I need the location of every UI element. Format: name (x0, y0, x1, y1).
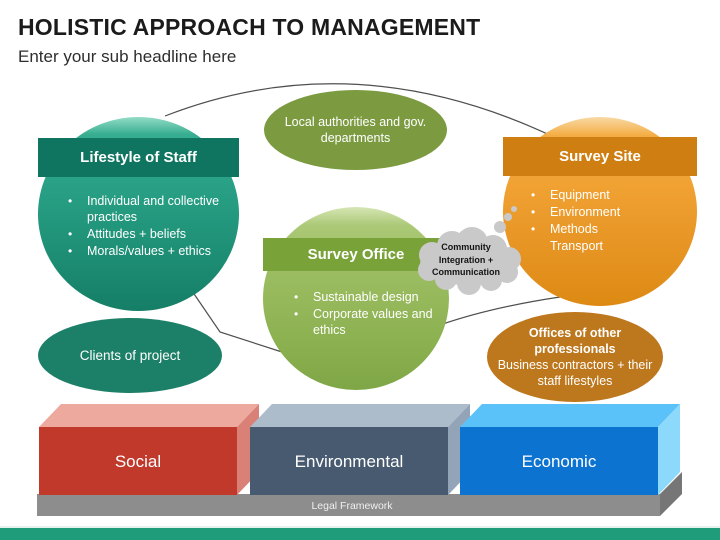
survey-site-band: Survey Site (503, 137, 697, 176)
environmental-pillar-front (250, 427, 448, 495)
survey-site-bullets: Equipment Environment Methods Transport (527, 187, 677, 255)
survey-office-bullets: Sustainable design Corporate values and … (290, 289, 452, 339)
survey-office-title: Survey Office (307, 246, 405, 263)
lifestyle-bullet-2: Attitudes + beliefs (64, 226, 220, 242)
connector-line-left (189, 287, 283, 353)
social-pillar-top (39, 404, 259, 427)
footer-accent-strip (0, 526, 720, 540)
clients-of-project-ellipse: Clients of project (38, 318, 222, 393)
survey-site-bullet-3: Methods (527, 221, 677, 237)
page-subtitle: Enter your sub headline here (18, 47, 237, 66)
local-authorities-ellipse: Local authorities and gov. departments (264, 90, 447, 170)
lifestyle-of-staff-bullets: Individual and collective practices Atti… (64, 193, 220, 260)
offices-title: Offices of other professionals (528, 326, 622, 356)
lifestyle-of-staff-circle: Lifestyle of Staff Individual and collec… (38, 117, 239, 311)
connector-line-top (164, 83, 557, 139)
legal-framework-slab-front (37, 494, 660, 516)
lifestyle-bullet-1: Individual and collective practices (64, 193, 220, 225)
survey-site-circle: Survey Site Equipment Environment Method… (503, 117, 697, 306)
thought-cloud-text: Community Integration + Communication (431, 242, 500, 277)
local-authorities-text: Local authorities and gov. departments (284, 114, 427, 146)
survey-office-circle: Survey Office Sustainable design Corpora… (263, 207, 449, 390)
economic-pillar-label: Economic (522, 452, 597, 471)
economic-pillar-side (658, 404, 680, 495)
environmental-pillar-label: Environmental (295, 452, 404, 471)
environmental-pillar-top (250, 404, 470, 427)
survey-office-bullet-1: Sustainable design (290, 289, 452, 305)
legal-framework-slab-side (660, 472, 682, 516)
economic-pillar-top (460, 404, 680, 427)
connector-line-right (439, 296, 561, 326)
clients-of-project-text: Clients of project (79, 348, 181, 363)
offices-subtext: Business contractors + their staff lifes… (497, 358, 653, 388)
offices-of-other-professionals-ellipse: Offices of other professionals Business … (487, 312, 663, 402)
lifestyle-of-staff-band: Lifestyle of Staff (38, 138, 239, 177)
lifestyle-bullet-3: Morals/values + ethics (64, 243, 220, 259)
survey-site-bullet-2: Environment (527, 204, 677, 220)
social-pillar-label: Social (115, 452, 161, 471)
economic-pillar-front (460, 427, 658, 495)
lifestyle-of-staff-title: Lifestyle of Staff (80, 149, 197, 166)
page-title: HOLISTIC APPROACH TO MANAGEMENT (18, 14, 481, 40)
legal-framework-label: Legal Framework (311, 500, 393, 512)
survey-site-bullet-1: Equipment (527, 187, 677, 203)
survey-office-bullet-2: Corporate values and ethics (290, 306, 452, 338)
survey-site-title: Survey Site (559, 148, 641, 165)
social-pillar-front (39, 427, 237, 495)
survey-site-bullet-4: Transport (550, 239, 604, 253)
